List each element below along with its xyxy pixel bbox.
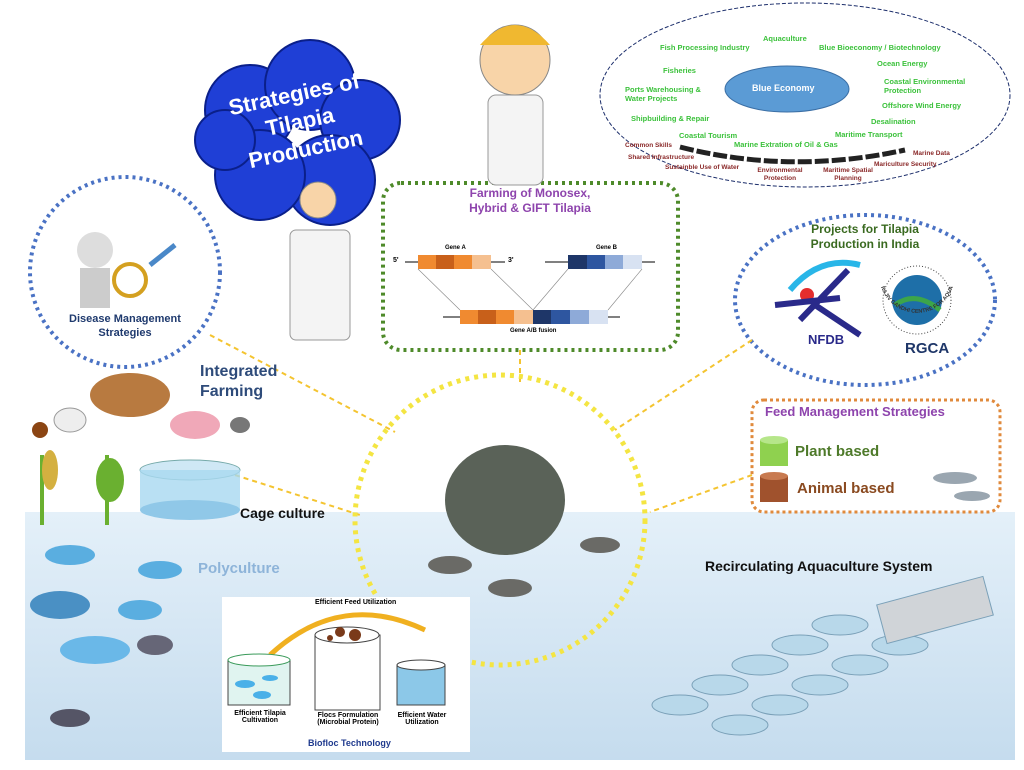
yellow-dotted-circle (352, 372, 648, 668)
gene-b-label: Gene B (596, 245, 618, 251)
chain-label: Common Skills (625, 142, 672, 149)
cage-icon (139, 459, 241, 520)
blue-economy-oval (724, 65, 850, 113)
projects-title: Projects for Tilapia Production in India (810, 222, 920, 251)
rgca-logo (882, 265, 952, 335)
crops-icon (40, 450, 124, 525)
chain-label: Mariculture Security (874, 161, 937, 168)
nfdb-logo (774, 259, 862, 338)
sector-label: Maritime Transport (835, 130, 903, 139)
sector-label: Ocean Energy (877, 59, 928, 68)
polyculture-label: Polyculture (198, 560, 280, 577)
chain-label: Environmental Protection (757, 167, 803, 182)
farming-box (381, 181, 680, 352)
chain (679, 144, 906, 165)
sector-label: Shipbuilding & Repair (631, 114, 710, 123)
farm-animals-icon (32, 373, 250, 439)
projects-ellipse (733, 213, 997, 387)
title-cloud (194, 39, 401, 226)
biofloc-left-label: Efficient Tilapia Cultivation (234, 710, 286, 724)
professor-illustration (289, 181, 351, 341)
biofloc-top-label: Efficient Feed Utilization (315, 599, 397, 606)
ras-tanks-icon (651, 575, 994, 736)
polyculture-fish-icon (30, 545, 182, 727)
feed-box (750, 398, 1002, 514)
fusion-label: Gene A/B fusion (510, 328, 557, 334)
sector-label: Blue Bioeconomy / Biotechnology (819, 43, 941, 52)
five-prime: 5' (393, 257, 399, 264)
cage-label: Cage culture (240, 505, 325, 521)
farming-title: Farming of Monosex, Hybrid & GIFT Tilapi… (469, 186, 591, 215)
sector-label: Coastal Tourism (679, 131, 738, 140)
sector-label: Offshore Wind Energy (882, 101, 962, 110)
disease-circle (28, 175, 222, 369)
chain-label: Sustainble Use of Water (665, 164, 740, 171)
water (25, 512, 1015, 760)
biofloc-right-label: Efficient Water Utilization (397, 712, 447, 726)
sector-label: Desalination (871, 117, 916, 126)
sector-label: Marine Extration of Oil & Gas (734, 140, 838, 149)
tilapia-fish-icon (428, 445, 620, 597)
sector-label: Coastal Environmental Protection (884, 77, 966, 95)
biofloc-title: Biofloc Technology (308, 738, 391, 748)
disease-label: Disease Management Strategies (69, 313, 181, 339)
gene-a-label: Gene A (445, 245, 466, 251)
blue-economy-center: Blue Economy (752, 83, 815, 93)
feed-fish-icon (933, 472, 990, 501)
feed-title: Feed Management Strategies (765, 404, 945, 419)
integrated-label: Integrated Farming (200, 363, 278, 400)
nfdb-text: NFDB (808, 332, 845, 347)
chain-label: Marine Data (913, 150, 950, 157)
sector-label: Ports Warehousing & Water Projects (625, 85, 701, 103)
chain-label: Maritime Spatial Planning (823, 167, 873, 182)
sector-label: Aquaculture (763, 34, 807, 43)
connector-arrows (209, 334, 753, 516)
sector-label: Fisheries (663, 66, 696, 75)
ras-label: Recirculating Aquaculture System (705, 558, 933, 574)
plant-cylinder-icon (760, 436, 788, 466)
gene-diagram (405, 255, 655, 324)
animal-cylinder-icon (760, 472, 788, 502)
animal-label: Animal based (797, 480, 895, 497)
disease-illustration (77, 232, 177, 308)
biofloc-diagram (227, 612, 446, 711)
scientist-illustration (479, 24, 551, 186)
three-prime: 3' (508, 257, 514, 264)
chain-label: Shared Infrastructure (628, 154, 695, 161)
blue-economy-ellipse (599, 2, 1011, 188)
plant-label: Plant based (795, 443, 880, 460)
sector-label: Fish Processing Industry (660, 43, 750, 52)
biofloc-mid-label: Flocs Formulation (Microbial Protein) (317, 712, 379, 726)
rgca-text: RGCA (905, 340, 950, 357)
